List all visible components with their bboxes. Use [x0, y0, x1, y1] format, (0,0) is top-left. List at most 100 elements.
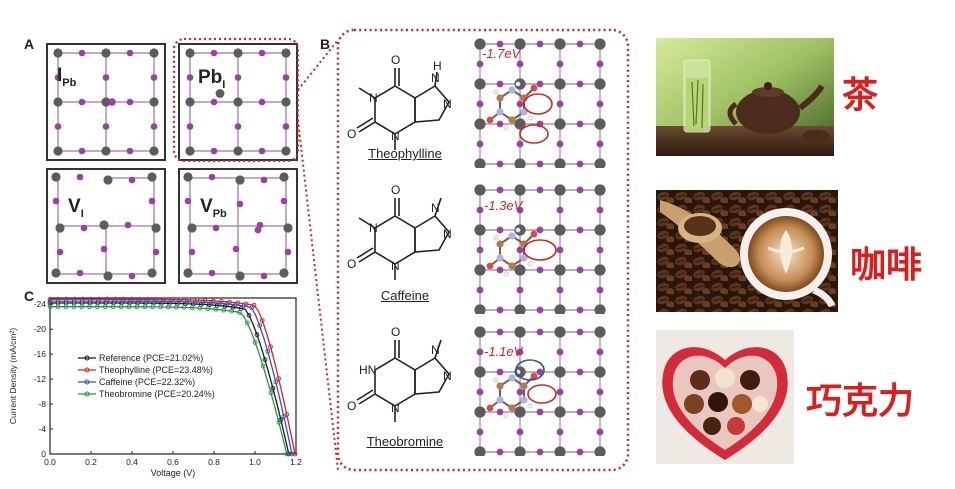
interstitial-iodine-atom [108, 98, 116, 106]
slab-svg-theobromine [474, 326, 606, 456]
lead-atom [185, 97, 195, 107]
x-axis-label: Voltage (V) [151, 468, 196, 478]
adsorption-slab-theobromine: -1.1eV [470, 326, 610, 456]
lead-atom [554, 326, 566, 338]
jv-data-point [134, 304, 140, 310]
legend-marker [84, 379, 90, 385]
lead-atom [594, 326, 606, 338]
tea-photo [656, 38, 834, 156]
iodine-atom [496, 368, 504, 376]
lead-atom [99, 220, 109, 230]
svg-text:N: N [443, 97, 452, 111]
lead-atom [514, 158, 526, 168]
lead-atom [149, 48, 159, 58]
defect-label-pbi: PbI [198, 67, 226, 91]
chocolate-photo [656, 330, 794, 464]
iodine-atom [284, 248, 292, 256]
jv-data-point [192, 299, 198, 305]
jv-data-point [241, 303, 246, 309]
iodine-atom [536, 40, 544, 48]
iodine-atom [282, 74, 290, 81]
jv-data-point [142, 304, 148, 310]
lead-atom [101, 48, 111, 58]
legend-marker [84, 355, 90, 361]
jv-data-point [233, 302, 238, 308]
iodine-atom [496, 160, 504, 168]
jv-data-point [118, 304, 124, 310]
lead-atom [51, 172, 61, 182]
lead-atom [101, 146, 111, 156]
iodine-atom [476, 100, 484, 108]
lead-atom [185, 146, 195, 156]
lattice-box-pbi: PbI [178, 43, 298, 161]
slab-svg-theophylline [474, 38, 606, 168]
adsorbed-molecule [486, 227, 538, 277]
lead-atom [147, 268, 157, 278]
lead-atom [474, 184, 486, 196]
iodine-atom [258, 98, 266, 106]
iodine-atom [126, 49, 134, 57]
lattice-vpb [183, 172, 293, 281]
jv-data-point [79, 298, 85, 304]
x-tick-label: 0.6 [167, 457, 179, 467]
lead-atom [514, 184, 526, 196]
lead-atom [187, 223, 197, 233]
svg-text:N: N [431, 71, 440, 85]
iodine-atom [576, 368, 584, 376]
lattice-box-vi: VI [46, 168, 166, 284]
lead-atom [233, 97, 243, 107]
lattice-box-ipb: IPb [46, 43, 166, 161]
legend-entry: Caffeine (PCE=22.32%) [99, 377, 195, 387]
iodine-atom [576, 80, 584, 88]
svg-text:N: N [391, 259, 400, 273]
jv-data-point [104, 298, 109, 304]
jv-data-point [284, 451, 290, 457]
jv-data-point [221, 307, 226, 313]
svg-text:O: O [347, 399, 356, 413]
iodine-atom [516, 428, 524, 436]
iodine-atom [576, 266, 584, 274]
lead-atom [594, 406, 606, 418]
iodine-atom [596, 388, 604, 396]
iodine-atom [80, 224, 88, 232]
iodine-atom [76, 269, 84, 277]
jv-data-point [213, 306, 219, 312]
iodine-atom [78, 147, 86, 155]
iodine-atom [78, 49, 86, 57]
defect-label-vi: VI [68, 196, 84, 220]
lead-atom [281, 48, 291, 58]
lead-atom [594, 184, 606, 196]
lead-atom [474, 78, 486, 90]
iodine-atom [188, 248, 196, 256]
iodine-atom [556, 348, 564, 356]
binding-site-highlight-blue [515, 359, 545, 381]
lead-atom [594, 304, 606, 314]
iodine-atom [208, 269, 216, 277]
lead-atom [474, 224, 486, 236]
jv-data-point [176, 299, 182, 304]
lead-atom [101, 97, 111, 107]
panel-b-frame [336, 28, 630, 472]
lead-atom [554, 224, 566, 236]
jv-data-point [63, 304, 69, 310]
y-tick-label: -20 [34, 324, 47, 334]
iodine-atom [234, 123, 242, 130]
lead-atom [233, 146, 243, 156]
jv-data-point [229, 308, 234, 314]
jv-data-point [96, 298, 101, 304]
iodine-atom [596, 286, 604, 294]
iodine-atom [596, 348, 604, 356]
lead-atom [183, 172, 193, 182]
iodine-atom [210, 147, 218, 155]
adsorbed-molecule [486, 369, 538, 419]
jv-data-point [262, 357, 268, 362]
lead-atom [103, 271, 113, 281]
displaced-iodine-atom [254, 226, 262, 234]
iodine-atom [476, 348, 484, 356]
lead-atom [594, 264, 606, 276]
molecule-structure-theobromine: OO HNN NN [347, 325, 452, 422]
lead-atom [474, 446, 486, 456]
iodine-atom [148, 197, 156, 205]
jv-data-point [254, 332, 260, 338]
